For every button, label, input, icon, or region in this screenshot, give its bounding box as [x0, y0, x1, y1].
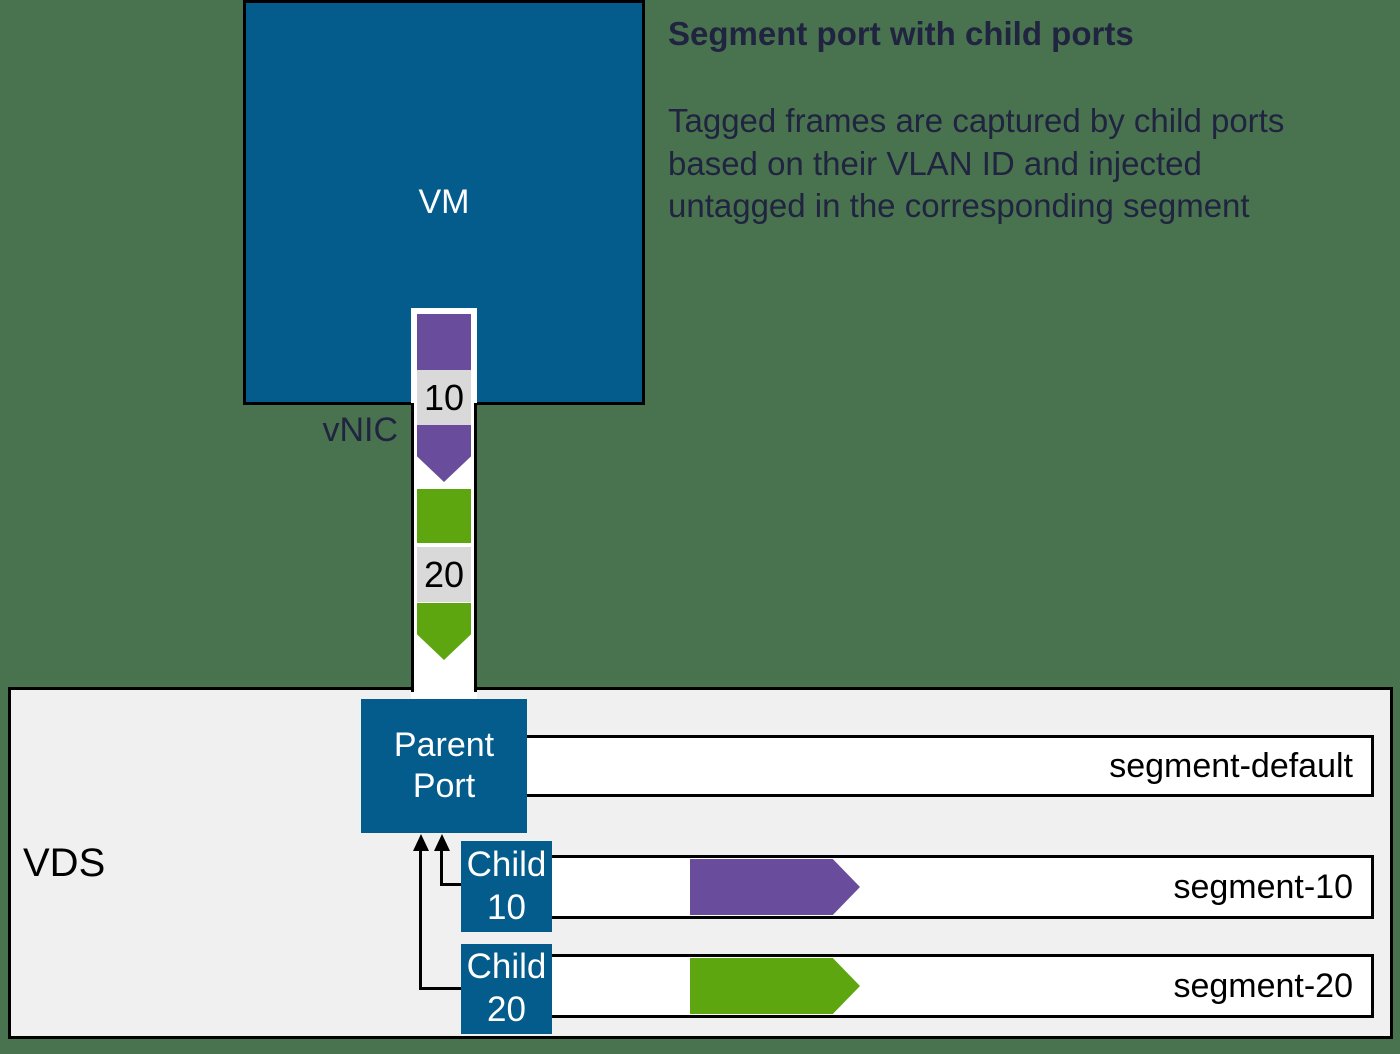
vm-label: VM: [418, 183, 470, 221]
description-line-1: Tagged frames are captured by child port…: [668, 102, 1285, 139]
frame-vlan10-tag: 10: [417, 370, 471, 425]
info-text-block: Segment port with child ports Tagged fra…: [668, 14, 1378, 228]
segment-10-bar: segment-10: [545, 855, 1374, 919]
parent-port-label-line1: Parent: [393, 725, 495, 764]
description-line-3: untagged in the corresponding segment: [668, 187, 1250, 224]
child-10-label-line2: 10: [487, 887, 526, 927]
child-20-label-line2: 20: [487, 990, 526, 1029]
child10-to-parent-arrowhead-icon: [434, 834, 450, 851]
diagram-title: Segment port with child ports: [668, 15, 1134, 52]
frame-vlan20-body: [417, 489, 471, 543]
segment-default-bar: segment-default: [520, 735, 1374, 797]
flow-channel-right-edge: [474, 403, 477, 692]
child10-to-parent-horizontal-line: [440, 883, 461, 886]
diagram-description: Tagged frames are captured by child port…: [668, 100, 1378, 228]
vds-label: VDS: [23, 841, 106, 885]
child-20-label-line1: Child: [466, 947, 547, 987]
child10-to-parent-vertical-line: [440, 848, 443, 886]
parent-port-label-line2: Port: [412, 767, 476, 805]
child20-to-parent-arrowhead-icon: [413, 834, 429, 851]
child20-to-parent-horizontal-line: [419, 987, 461, 990]
child20-to-parent-vertical-line: [419, 848, 422, 990]
child-10-label-line1: Child: [466, 844, 547, 884]
vnic-label: vNIC: [322, 411, 398, 449]
flow-channel-left-edge: [411, 403, 414, 692]
segment-default-label: segment-default: [1109, 746, 1353, 785]
segment-20-label: segment-20: [1173, 966, 1353, 1005]
description-line-2: based on their VLAN ID and injected: [668, 144, 1202, 182]
frame-vlan10-body: [417, 314, 471, 370]
segment-20-frame-arrow-icon: [690, 958, 860, 1014]
segment-20-bar: segment-20: [545, 954, 1374, 1018]
frame-vlan20-tag: 20: [417, 547, 471, 602]
parent-port-box: Parent Port: [361, 699, 527, 833]
segment-10-label: segment-10: [1173, 867, 1353, 906]
child-port-10-box: Child 10: [461, 841, 552, 932]
child-port-20-box: Child 20: [461, 944, 552, 1034]
segment-10-frame-arrow-icon: [690, 859, 860, 915]
